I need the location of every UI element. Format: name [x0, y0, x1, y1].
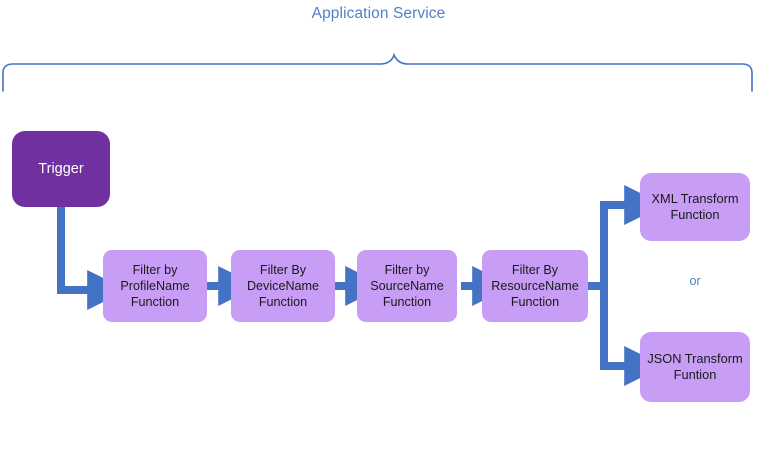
- node-filter-sourcename[interactable]: Filter by SourceName Function: [357, 250, 457, 322]
- node-filter-resourcename-line3: Function: [510, 295, 560, 310]
- node-trigger-label: Trigger: [38, 160, 84, 177]
- scope-brace: [2, 52, 753, 92]
- node-filter-devicename-line2: DeviceName: [246, 278, 320, 293]
- node-filter-profilename[interactable]: Filter by ProfileName Function: [103, 250, 207, 322]
- node-xml-transform[interactable]: XML Transform Function: [640, 173, 750, 241]
- node-xml-transform-line2: Function: [670, 207, 720, 222]
- node-filter-devicename-line1: Filter By: [259, 262, 307, 277]
- node-json-transform-line1: JSON Transform: [647, 350, 743, 366]
- node-filter-devicename-line3: Function: [258, 295, 308, 310]
- node-filter-profilename-line2: ProfileName: [120, 278, 190, 293]
- node-filter-resourcename[interactable]: Filter By ResourceName Function: [482, 250, 588, 322]
- node-filter-profilename-line1: Filter by: [132, 262, 178, 277]
- node-filter-resourcename-line2: ResourceName: [491, 278, 579, 293]
- branch-or-label: or: [689, 274, 701, 288]
- node-filter-sourcename-line3: Function: [382, 295, 432, 310]
- node-filter-profilename-line3: Function: [130, 295, 180, 310]
- node-filter-sourcename-line1: Filter by: [384, 262, 430, 277]
- node-xml-transform-line1: XML Transform: [651, 190, 739, 206]
- node-trigger[interactable]: Trigger: [12, 131, 110, 207]
- node-json-transform[interactable]: JSON Transform Funtion: [640, 332, 750, 402]
- node-filter-sourcename-line2: SourceName: [370, 278, 444, 293]
- diagram-title: Application Service: [311, 5, 446, 22]
- node-json-transform-line2: Funtion: [673, 367, 717, 382]
- node-filter-resourcename-line1: Filter By: [511, 262, 559, 277]
- node-filter-devicename[interactable]: Filter By DeviceName Function: [231, 250, 335, 322]
